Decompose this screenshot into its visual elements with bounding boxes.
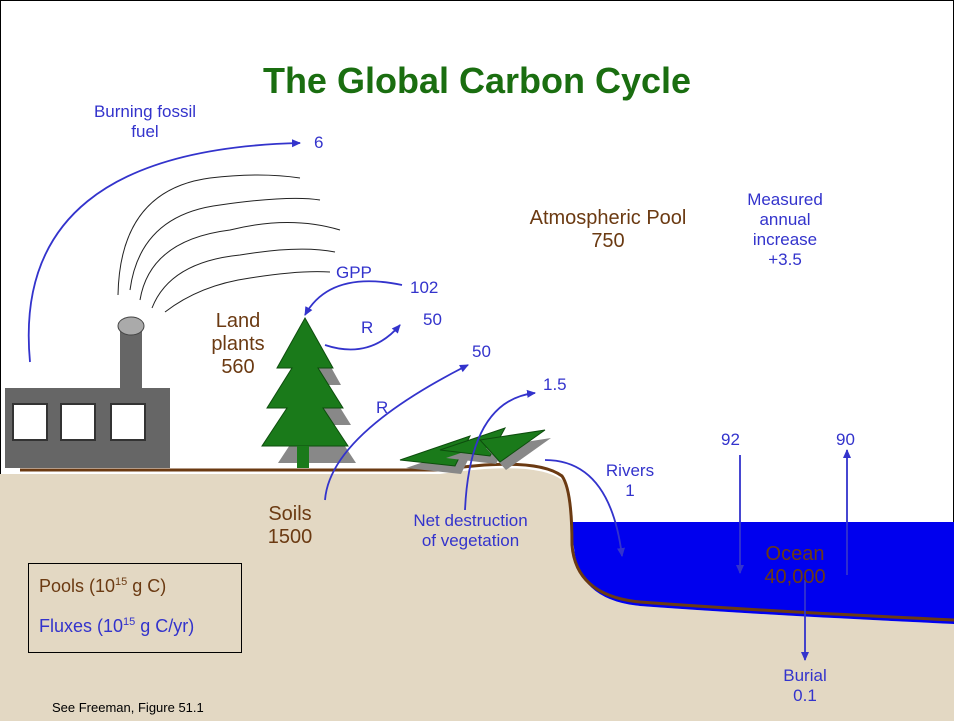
plant-respiration-value: 50 xyxy=(423,310,442,329)
veg-destruction-value: 1.5 xyxy=(543,375,567,394)
legend-pools-suffix: g C) xyxy=(127,576,167,596)
legend-fluxes: Fluxes (1015 g C/yr) xyxy=(39,616,194,637)
atmosphere-value: 750 xyxy=(591,230,625,252)
legend-pools-prefix: Pools (10 xyxy=(39,576,116,596)
fossil-fuel-label-2: fuel xyxy=(131,122,159,141)
page-title: The Global Carbon Cycle xyxy=(262,60,692,101)
fossil-fuel-value: 6 xyxy=(314,133,324,152)
ocean-value: 40,000 xyxy=(764,566,826,588)
soil-respiration-label: R xyxy=(376,398,389,417)
soil-respiration-arrow xyxy=(324,364,469,501)
fossil-fuel-arrow xyxy=(27,139,301,363)
ocean-pool: Ocean 40,000 xyxy=(745,543,845,589)
legend-pools: Pools (1015 g C) xyxy=(39,576,166,597)
legend-fluxes-exp: 15 xyxy=(123,616,136,628)
smoke xyxy=(117,174,341,313)
factory xyxy=(5,316,170,468)
measured-increase-value: +3.5 xyxy=(768,250,802,269)
atmosphere-label: Atmospheric Pool xyxy=(529,207,687,229)
soils-value: 1500 xyxy=(267,526,313,548)
ground-outline xyxy=(20,462,954,622)
measured-increase: Measured annual increase +3.5 xyxy=(725,190,845,270)
burial-value: 0.1 xyxy=(793,686,817,705)
land-plants-pool: Land plants 560 xyxy=(198,310,278,379)
plant-respiration-label: R xyxy=(361,318,374,337)
legend-pools-exp: 15 xyxy=(115,576,128,588)
veg-destruction-label-2: of vegetation xyxy=(421,531,520,550)
land-plants-label-2: plants xyxy=(211,333,265,355)
measured-increase-line-2: annual xyxy=(759,210,811,229)
measured-increase-line-1: Measured xyxy=(747,190,823,209)
veg-destruction-label: Net destruction of vegetation xyxy=(398,511,543,551)
gpp-value: 102 xyxy=(410,278,439,297)
legend-fluxes-suffix: g C/yr) xyxy=(135,616,195,636)
legend-box: Pools (1015 g C) Fluxes (1015 g C/yr) xyxy=(28,563,242,653)
rivers-label-text: Rivers xyxy=(605,461,655,480)
rivers-arrow xyxy=(544,459,625,557)
pine-tree xyxy=(261,316,356,468)
soils-pool: Soils 1500 xyxy=(245,503,335,549)
burial-label-text: Burial xyxy=(783,666,827,685)
land-plants-label-1: Land xyxy=(215,310,261,332)
gpp-arrow xyxy=(304,280,403,316)
rivers-label: Rivers 1 xyxy=(600,461,660,501)
veg-destruction-arrow xyxy=(464,389,536,511)
fossil-fuel-label-1: Burning fossil xyxy=(93,102,197,121)
soils-label: Soils xyxy=(268,503,312,525)
atmosphere-pool: Atmospheric Pool 750 xyxy=(513,207,703,253)
citation: See Freeman, Figure 51.1 xyxy=(52,700,204,715)
ocean-label: Ocean xyxy=(765,543,825,565)
fallen-trees xyxy=(399,427,551,474)
burial-label: Burial 0.1 xyxy=(770,666,840,706)
fossil-fuel-label: Burning fossil fuel xyxy=(60,102,230,142)
ocean-release-value: 90 xyxy=(836,430,855,449)
ocean-uptake-value: 92 xyxy=(721,430,740,449)
soil-respiration-value: 50 xyxy=(472,342,491,361)
ocean xyxy=(570,522,954,624)
ground xyxy=(0,468,954,721)
land-plants-value: 560 xyxy=(221,356,255,378)
rivers-value: 1 xyxy=(625,481,635,500)
plant-respiration-arrow xyxy=(324,324,401,351)
legend-fluxes-prefix: Fluxes (10 xyxy=(39,616,124,636)
veg-destruction-label-1: Net destruction xyxy=(413,511,528,530)
gpp-label: GPP xyxy=(336,263,372,282)
measured-increase-line-3: increase xyxy=(752,230,818,249)
